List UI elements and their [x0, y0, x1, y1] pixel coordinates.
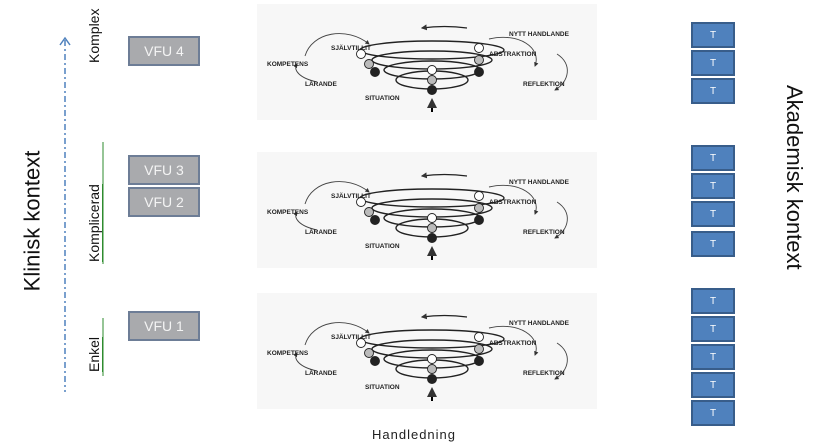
label-larande: LÄRANDE — [305, 80, 337, 88]
label-abstraktion: ABSTRAKTION — [489, 340, 537, 347]
spiral-top-arrow-icon — [420, 24, 468, 31]
spiral-node — [474, 203, 484, 213]
t-box: T — [691, 400, 735, 426]
spiral-node — [427, 374, 437, 384]
vfu-4-box: VFU 4 — [128, 36, 200, 66]
spiral-node — [370, 67, 380, 77]
label-sjalvtillit: SJÄLVTILLIT — [331, 44, 371, 52]
t-box: T — [691, 145, 735, 171]
spiral-node — [427, 65, 437, 75]
spiral-svg: KOMPETENS SJÄLVTILLIT LÄRANDE SITUATION NYTT… — [267, 172, 570, 260]
vfu-1-box: VFU 1 — [128, 311, 200, 341]
loop-arrow-icon — [554, 53, 568, 91]
cycle-diagram-top: KOMPETENS SJÄLVTILLIT LÄRANDE SITUATION NYTT… — [257, 4, 597, 120]
clinical-context-label: Klinisk kontext — [19, 150, 45, 292]
t-box: T — [691, 201, 735, 227]
level-underlines — [102, 142, 104, 376]
axis-arrow-icon — [59, 36, 71, 46]
t-box: T — [691, 344, 735, 370]
academic-context-label: Akademisk kontext — [782, 85, 807, 270]
label-kompetens: KOMPETENS — [267, 350, 309, 357]
label-abstraktion: ABSTRAKTION — [489, 199, 537, 206]
spiral-node — [427, 354, 437, 364]
label-larande: LÄRANDE — [305, 369, 337, 377]
spiral-node — [474, 356, 484, 366]
t-box: T — [691, 288, 735, 314]
t-box: T — [691, 316, 735, 342]
spiral-node — [474, 55, 484, 65]
loop-arrow-icon — [488, 326, 539, 356]
spiral-node — [364, 59, 374, 69]
label-kompetens: KOMPETENS — [267, 209, 309, 216]
caption-handledning: Handledning — [372, 427, 457, 442]
spiral-node — [370, 356, 380, 366]
level-komplex: Komplex — [86, 8, 102, 63]
cycle-diagram-middle: KOMPETENS SJÄLVTILLIT LÄRANDE SITUATION NYTT… — [257, 152, 597, 268]
clinical-axis — [59, 36, 71, 392]
cycle-diagram-bottom: KOMPETENS SJÄLVTILLIT LÄRANDE SITUATION NYTT… — [257, 293, 597, 409]
t-box: T — [691, 231, 735, 257]
label-sjalvtillit: SJÄLVTILLIT — [331, 333, 371, 341]
label-kompetens: KOMPETENS — [267, 61, 309, 68]
vfu-3-box: VFU 3 — [128, 155, 200, 185]
loop-arrow-icon — [304, 33, 370, 57]
label-nytt_handlande: NYTT HANDLANDE — [509, 179, 570, 186]
label-situation: SITUATION — [365, 384, 400, 391]
spiral-node — [356, 49, 366, 59]
spiral-node — [474, 67, 484, 77]
spiral-node — [370, 215, 380, 225]
spiral-node — [474, 344, 484, 354]
loop-arrow-icon — [304, 181, 370, 205]
spiral-node — [364, 348, 374, 358]
t-box: T — [691, 22, 735, 48]
label-sjalvtillit: SJÄLVTILLIT — [331, 192, 371, 200]
spiral-top-arrow-icon — [420, 313, 468, 320]
spiral-node — [474, 332, 484, 342]
t-box: T — [691, 372, 735, 398]
loop-arrow-icon — [488, 185, 539, 215]
spiral-node — [427, 213, 437, 223]
loop-arrow-icon — [293, 352, 318, 372]
spiral-node — [427, 75, 437, 85]
label-situation: SITUATION — [365, 243, 400, 250]
spiral-svg: KOMPETENS SJÄLVTILLIT LÄRANDE SITUATION NYTT… — [267, 313, 570, 401]
t-box: T — [691, 78, 735, 104]
spiral-node — [427, 85, 437, 95]
loop-arrow-icon — [488, 37, 539, 67]
label-larande: LÄRANDE — [305, 228, 337, 236]
t-box: T — [691, 173, 735, 199]
label-reflektion: REFLEKTION — [523, 81, 565, 88]
vfu-2-box: VFU 2 — [128, 187, 200, 217]
loop-arrow-icon — [293, 63, 318, 83]
spiral-top-arrow-icon — [420, 172, 468, 179]
label-situation: SITUATION — [365, 95, 400, 102]
loop-arrow-icon — [554, 342, 568, 380]
t-box: T — [691, 50, 735, 76]
spiral-svg: KOMPETENS SJÄLVTILLIT LÄRANDE SITUATION NYTT… — [267, 24, 570, 112]
spiral-node — [364, 207, 374, 217]
loop-arrow-icon — [554, 201, 568, 239]
spiral-node — [427, 364, 437, 374]
spiral-node — [356, 197, 366, 207]
label-reflektion: REFLEKTION — [523, 229, 565, 236]
spiral-node — [474, 191, 484, 201]
label-nytt_handlande: NYTT HANDLANDE — [509, 320, 570, 327]
spiral-node — [356, 338, 366, 348]
spiral-node — [474, 43, 484, 53]
loop-arrow-icon — [304, 322, 370, 346]
label-reflektion: REFLEKTION — [523, 370, 565, 377]
label-abstraktion: ABSTRAKTION — [489, 51, 537, 58]
loop-arrow-icon — [293, 211, 318, 231]
label-nytt_handlande: NYTT HANDLANDE — [509, 31, 570, 38]
spiral-node — [474, 215, 484, 225]
spiral-node — [427, 223, 437, 233]
spiral-node — [427, 233, 437, 243]
